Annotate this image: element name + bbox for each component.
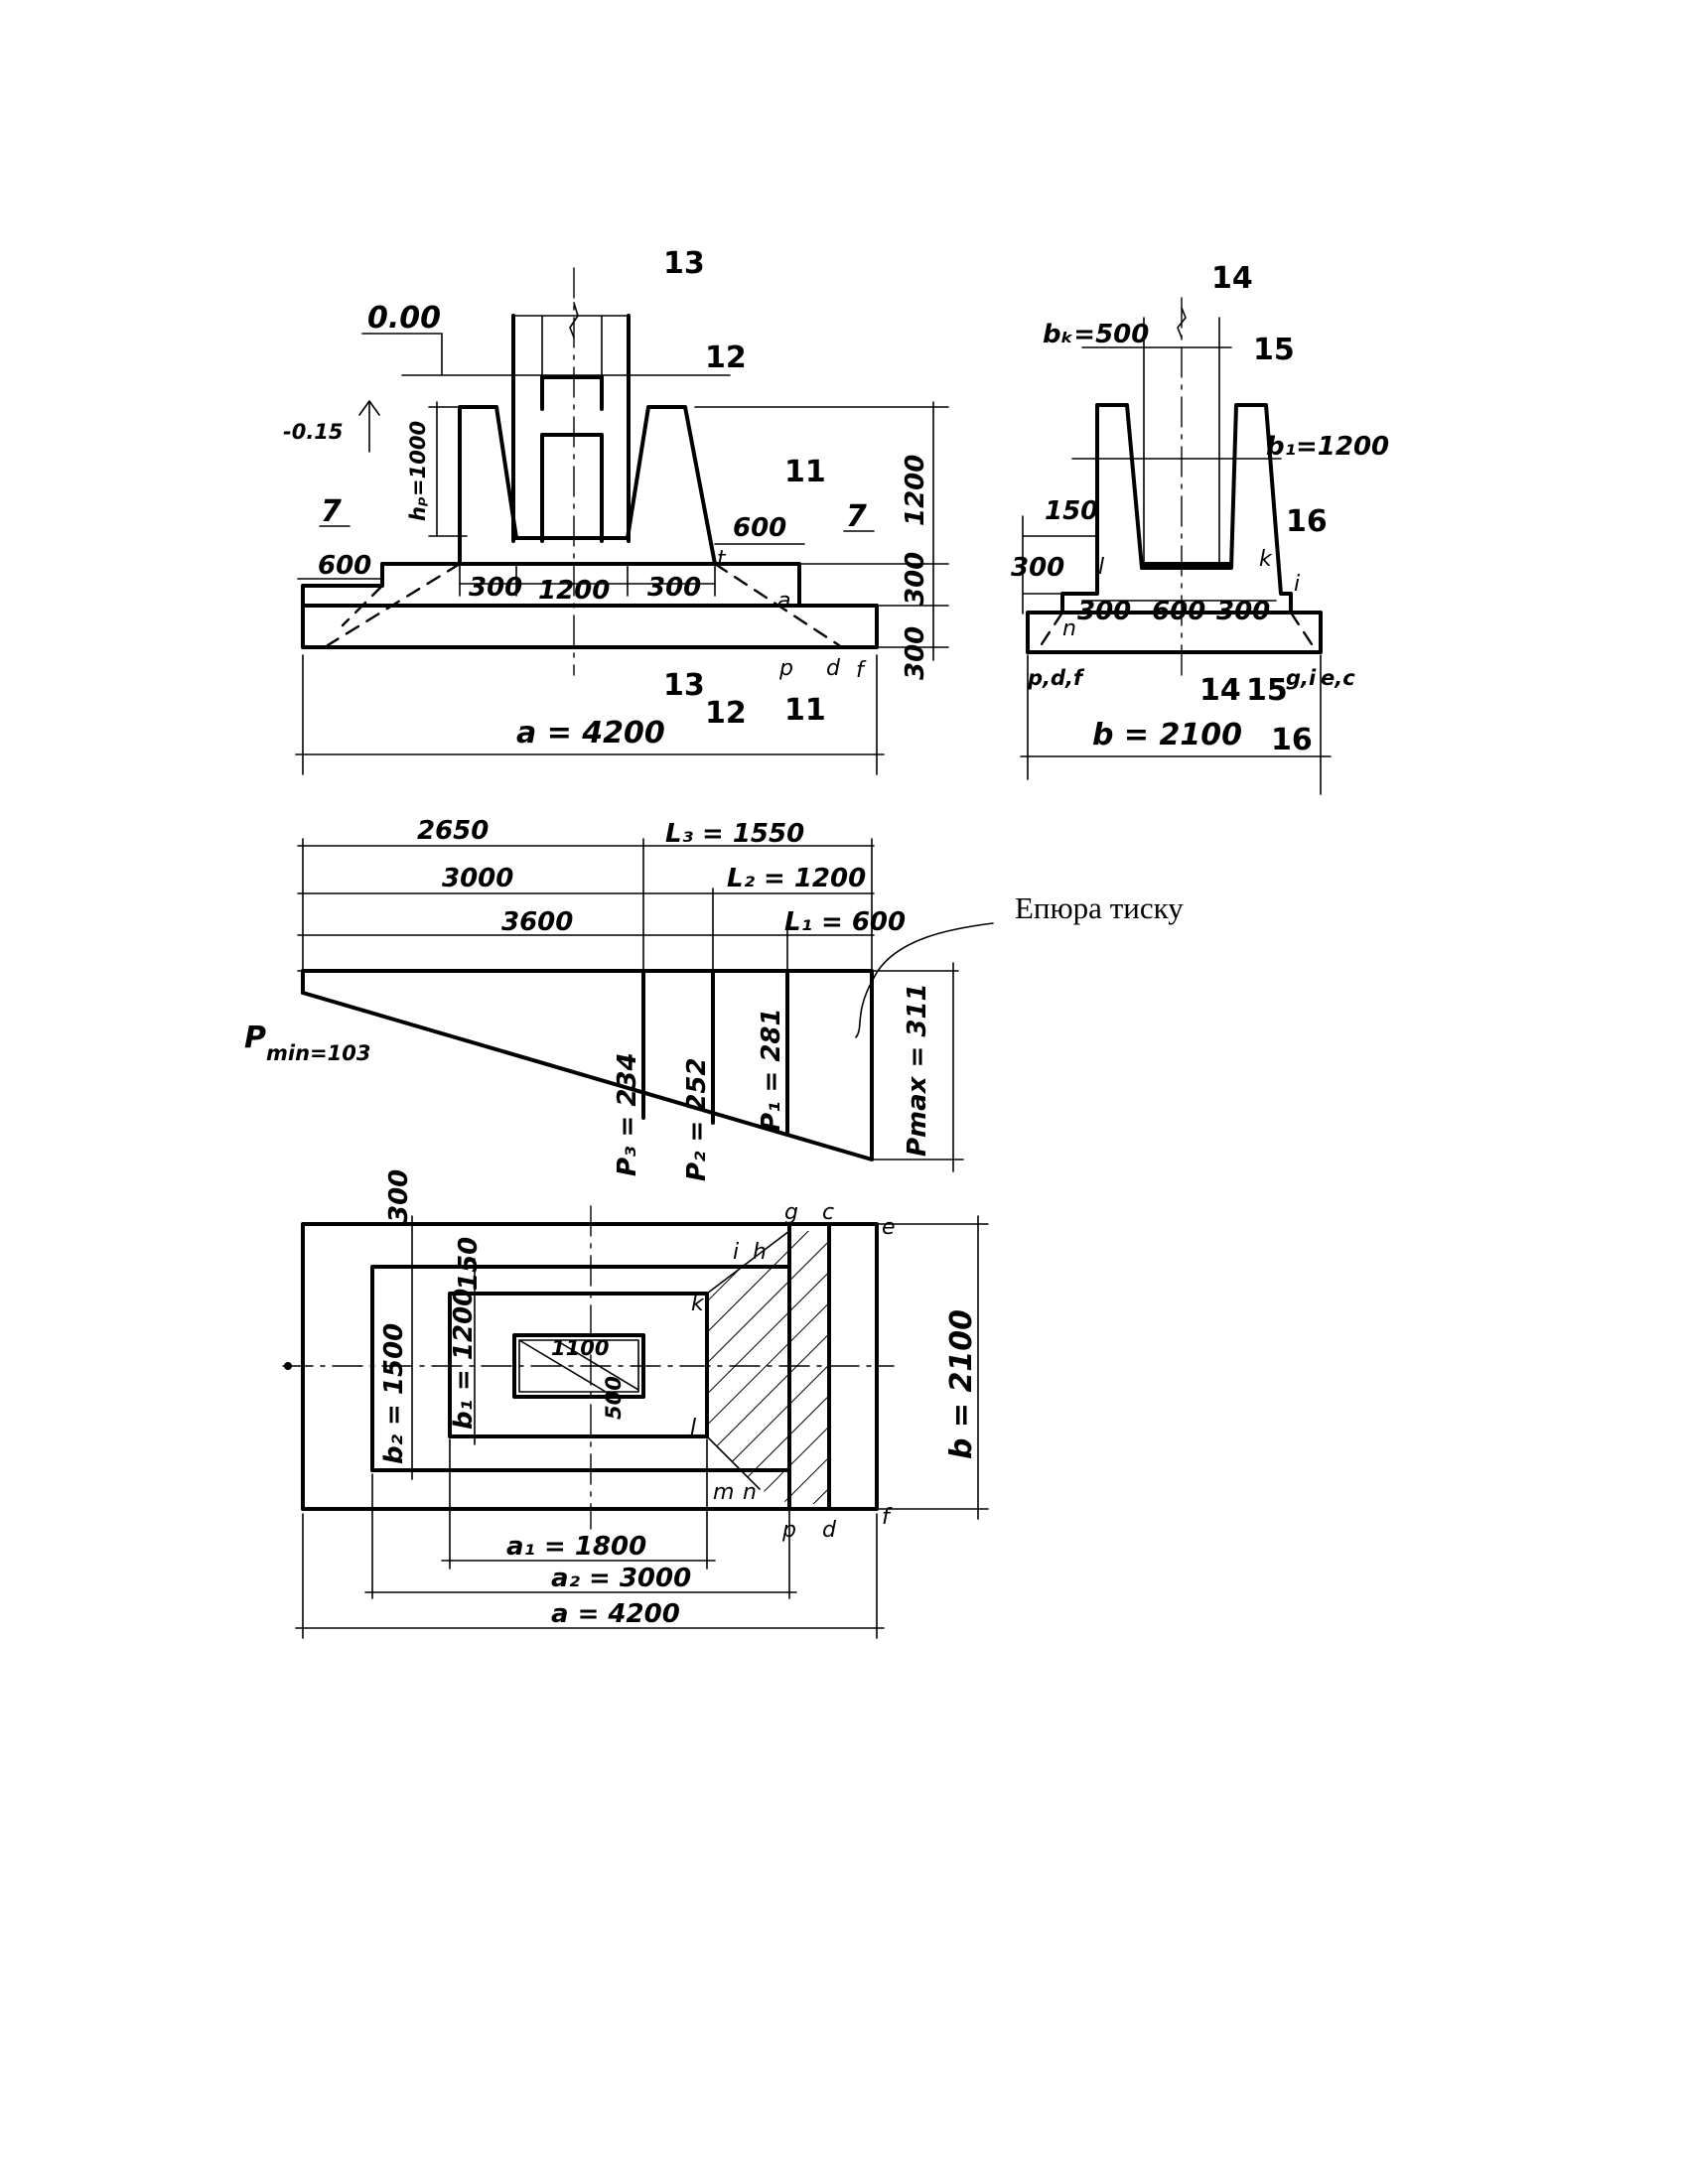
hatch-area-2 — [789, 1231, 829, 1504]
side-letter-l: l — [1098, 555, 1104, 580]
plan-d300: 300 — [384, 1169, 414, 1223]
pressure-trapezoid — [301, 969, 874, 1161]
side-w600: 600 — [1152, 597, 1205, 626]
dim-L2: L₂ = 1200 — [727, 864, 866, 893]
side-letter-n: n — [1062, 616, 1076, 641]
side-b1: b₁=1200 — [1266, 432, 1389, 462]
pressure-diagram: Епюра тиску 2650 L₃ = 1550 3000 L₂ = 120… — [244, 816, 1184, 1181]
plan-letter-f: f — [882, 1505, 893, 1530]
section-mark-16-top: 16 — [1286, 504, 1328, 539]
letter-f: f — [856, 658, 867, 683]
plan-letter-k: k — [691, 1292, 705, 1316]
section-mark-14-top: 14 — [1211, 261, 1253, 296]
dim-L3: L₃ = 1550 — [665, 819, 804, 849]
letter-t: t — [717, 547, 727, 572]
side-d150: 150 — [1045, 496, 1098, 526]
glass-pedestal — [458, 405, 717, 566]
plan-d150: 150 — [454, 1237, 484, 1291]
punch-line-right — [713, 562, 841, 647]
w1200: 1200 — [538, 576, 610, 606]
h-base: 300 — [901, 626, 930, 680]
section-mark-13-bottom: 13 — [663, 668, 705, 703]
plan-letter-i: i — [733, 1240, 739, 1265]
p2-label: P₂ = 252 — [682, 1057, 712, 1181]
section-mark-12-bottom: 12 — [705, 696, 747, 731]
ground-label-right: 7 — [846, 499, 867, 534]
dim-3600: 3600 — [501, 907, 573, 937]
side-bk: bₖ=500 — [1043, 320, 1149, 349]
plan-b2: b₂ = 1500 — [379, 1323, 409, 1464]
punch-line-left — [326, 562, 462, 647]
section-mark-13-top: 13 — [663, 246, 705, 281]
side-w300a: 300 — [1077, 597, 1131, 626]
plan-letter-c: c — [822, 1200, 834, 1225]
pressure-caption: Епюра тиску — [1015, 890, 1184, 925]
side-bottom-left: p,d,f — [1027, 666, 1085, 690]
base-slab — [301, 604, 879, 649]
caption-leader — [873, 922, 994, 979]
plan-letter-e: e — [882, 1215, 896, 1240]
plan-a1: a₁ = 1800 — [506, 1532, 646, 1562]
h-step: 300 — [901, 552, 930, 606]
ground-label-left: 7 — [321, 494, 342, 529]
letter-d: d — [826, 656, 841, 681]
side-letter-i: i — [1294, 572, 1300, 597]
pmin-p: P — [244, 1021, 266, 1055]
step-left-dim: 600 — [318, 551, 371, 581]
plan-a: a = 4200 — [551, 1599, 680, 1629]
plan-col-w: 1100 — [551, 1336, 609, 1360]
hp-label: hₚ=1000 — [406, 421, 430, 521]
side-base-slab — [1026, 611, 1323, 654]
side-glass — [1060, 403, 1293, 614]
plan-a2: a₂ = 3000 — [551, 1564, 691, 1593]
p3-label: P₃ = 234 — [613, 1052, 642, 1176]
plan-b1: b₁ = 1200 — [449, 1289, 479, 1430]
foundation-plan: 300 150 b₂ = 1500 b₁ = 1200 1100 500 b =… — [282, 1169, 989, 1639]
pmin-label: min=103 — [266, 1041, 370, 1065]
plan-letter-m: m — [713, 1480, 734, 1505]
p1-label: P₁ = 281 — [757, 1008, 786, 1132]
letter-a: a — [777, 589, 790, 614]
w300-left: 300 — [469, 573, 522, 603]
column-web — [540, 433, 604, 543]
dim-2650: 2650 — [417, 816, 489, 846]
section-mark-15-bottom: 15 — [1246, 673, 1288, 708]
side-bottom-right-2: e,c — [1321, 666, 1355, 690]
h-total: 1200 — [901, 455, 930, 526]
side-b-total: b = 2100 — [1092, 718, 1242, 752]
plan-glass — [448, 1292, 709, 1438]
side-bottom-right-1: g,i — [1286, 666, 1317, 690]
a-total: a = 4200 — [516, 716, 665, 751]
dim-L1: L₁ = 600 — [784, 907, 906, 937]
section-mark-11-bottom: 11 — [784, 693, 826, 728]
side-letter-k: k — [1259, 547, 1273, 572]
section-mark-14-bottom: 14 — [1199, 673, 1241, 708]
step-right-dim: 600 — [733, 513, 786, 543]
level-ground: -0.15 — [283, 420, 344, 444]
section-mark-12-top: 12 — [705, 341, 747, 375]
hatch-area-1 — [707, 1231, 789, 1504]
dim-3000: 3000 — [442, 864, 513, 893]
level-top: 0.00 — [367, 301, 441, 336]
plan-letter-n: n — [743, 1480, 757, 1505]
w300-right: 300 — [647, 573, 701, 603]
step-block — [301, 562, 801, 608]
section-mark-16-bottom: 16 — [1271, 723, 1313, 757]
plan-letter-h: h — [753, 1240, 767, 1265]
plan-col-h: 500 — [602, 1376, 626, 1420]
side-d300: 300 — [1011, 553, 1064, 583]
plan-b: b = 2100 — [944, 1309, 979, 1459]
plan-letter-p: p — [781, 1518, 796, 1543]
section-mark-11-top: 11 — [784, 455, 826, 489]
section-mark-15-top: 15 — [1253, 333, 1295, 367]
plan-letter-d: d — [822, 1518, 837, 1543]
side-section: bₖ=500 b₁=1200 150 300 300 600 300 b = 2… — [1011, 261, 1389, 795]
letter-p: p — [778, 656, 793, 681]
front-section: 0.00 -0.15 hₚ=1000 1200 300 300 600 600 … — [283, 246, 949, 775]
plan-letter-g: g — [784, 1200, 798, 1225]
side-w300b: 300 — [1216, 597, 1270, 626]
pmax-label: Pmax = 311 — [903, 983, 932, 1157]
plan-letter-l: l — [690, 1416, 696, 1440]
